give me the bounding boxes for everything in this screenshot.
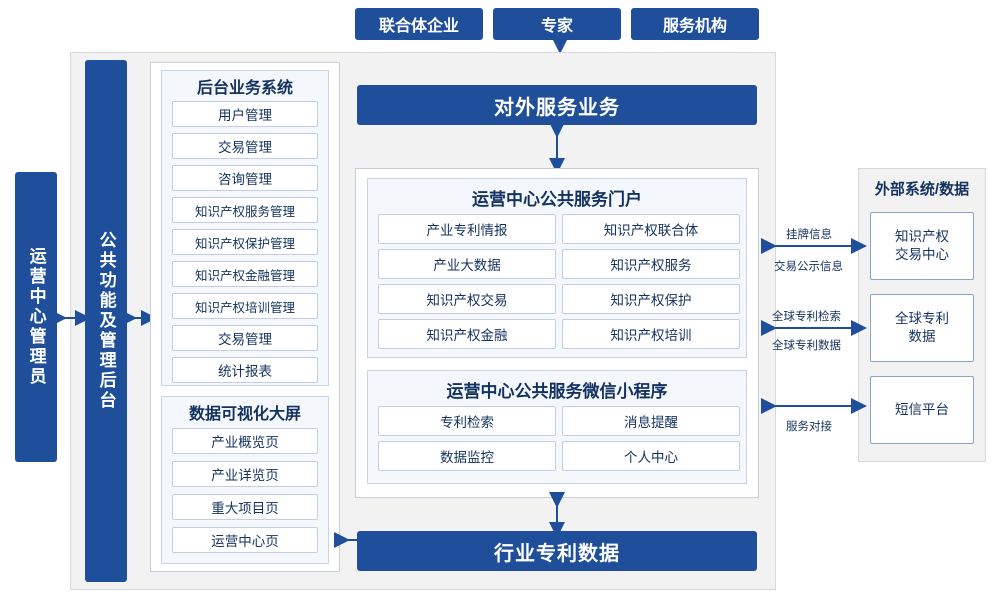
backoffice-item-0[interactable]: 用户管理: [172, 101, 318, 127]
portal-item-label: 知识产权金融: [426, 328, 508, 343]
external-service-bar[interactable]: 对外服务业务: [357, 85, 757, 125]
portal-item-label: 知识产权培训: [610, 328, 692, 343]
top-entity-label: 专家: [540, 18, 573, 35]
dashboard-item-label: 运营中心页: [211, 534, 279, 549]
external-link-label-4: 服务对接: [786, 421, 832, 433]
portal-item-3[interactable]: 知识产权服务: [562, 249, 740, 279]
external-link-label-1: 交易公示信息: [774, 261, 843, 273]
top-entity-1[interactable]: 专家: [493, 8, 621, 40]
top-entity-0[interactable]: 联合体企业: [355, 8, 483, 40]
backoffice-item-label: 咨询管理: [218, 172, 272, 187]
backoffice-item-label: 交易管理: [218, 332, 272, 347]
miniprogram-item-2[interactable]: 数据监控: [378, 441, 556, 471]
industry-patent-data-label: 行业专利数据: [494, 542, 620, 565]
portal-item-label: 知识产权联合体: [603, 223, 699, 238]
backoffice-item-4[interactable]: 知识产权保护管理: [172, 229, 318, 255]
arrow-external-sms: [761, 398, 867, 414]
portal-item-label: 知识产权交易: [426, 293, 508, 308]
dashboard-item-2[interactable]: 重大项目页: [172, 494, 318, 520]
miniprogram-item-3[interactable]: 个人中心: [562, 441, 740, 471]
external-link-label-3: 全球专利数据: [772, 340, 841, 352]
portal-item-0[interactable]: 产业专利情报: [378, 214, 556, 244]
external-systems-title: 外部系统/数据: [858, 176, 986, 200]
left-role-common-functions[interactable]: 公共功能及管理后台: [85, 60, 127, 582]
left-role-label: 公共功能及管理后台: [96, 231, 116, 411]
top-entity-2[interactable]: 服务机构: [631, 8, 759, 40]
dashboard-title: 数据可视化大屏: [161, 400, 329, 424]
backoffice-item-1[interactable]: 交易管理: [172, 133, 318, 159]
backoffice-item-label: 知识产权金融管理: [194, 268, 295, 283]
arrow-operator-to-common: [51, 310, 91, 326]
backoffice-item-label: 用户管理: [218, 108, 272, 123]
portal-item-7[interactable]: 知识产权培训: [562, 319, 740, 349]
portal-item-1[interactable]: 知识产权联合体: [562, 214, 740, 244]
arrow-service-to-portal: [549, 122, 565, 174]
portal-item-label: 产业专利情报: [426, 223, 508, 238]
miniprogram-title-text: 运营中心公共服务微信小程序: [446, 381, 668, 401]
external-item-2[interactable]: 短信平台: [870, 376, 974, 444]
dashboard-item-label: 产业详览页: [211, 468, 279, 483]
external-item-label: 全球专利 数据: [895, 310, 949, 344]
backoffice-item-7[interactable]: 交易管理: [172, 325, 318, 351]
external-item-0[interactable]: 知识产权 交易中心: [870, 212, 974, 280]
portal-item-label: 知识产权保护: [610, 293, 692, 308]
dashboard-item-label: 重大项目页: [211, 501, 279, 516]
top-entity-label: 联合体企业: [378, 18, 459, 35]
miniprogram-item-1[interactable]: 消息提醒: [562, 406, 740, 436]
portal-title-text: 运营中心公共服务门户: [472, 189, 642, 209]
left-role-label: 运营中心管理员: [26, 247, 46, 387]
external-service-label: 对外服务业务: [494, 96, 620, 119]
industry-patent-data-bar[interactable]: 行业专利数据: [357, 531, 757, 571]
arrow-portal-to-industry: [549, 492, 565, 538]
portal-item-label: 产业大数据: [433, 258, 501, 273]
miniprogram-item-label: 消息提醒: [624, 415, 678, 430]
miniprogram-item-label: 个人中心: [624, 450, 678, 465]
top-entity-label: 服务机构: [662, 18, 727, 35]
portal-item-4[interactable]: 知识产权交易: [378, 284, 556, 314]
backoffice-item-8[interactable]: 统计报表: [172, 357, 318, 383]
portal-title: 运营中心公共服务门户: [367, 184, 747, 210]
arrow-common-to-backoffice: [121, 310, 157, 326]
arrow-external-trading: [761, 238, 867, 254]
portal-item-2[interactable]: 产业大数据: [378, 249, 556, 279]
dashboard-item-1[interactable]: 产业详览页: [172, 461, 318, 487]
external-item-1[interactable]: 全球专利 数据: [870, 294, 974, 362]
miniprogram-title: 运营中心公共服务微信小程序: [367, 376, 747, 402]
portal-item-5[interactable]: 知识产权保护: [562, 284, 740, 314]
backoffice-item-3[interactable]: 知识产权服务管理: [172, 197, 318, 223]
external-link-label-2: 全球专利检索: [772, 311, 841, 323]
external-link-label-0: 挂牌信息: [786, 229, 832, 241]
backoffice-title: 后台业务系统: [161, 74, 329, 98]
miniprogram-item-0[interactable]: 专利检索: [378, 406, 556, 436]
backoffice-item-2[interactable]: 咨询管理: [172, 165, 318, 191]
external-item-label: 知识产权 交易中心: [895, 228, 949, 262]
miniprogram-item-label: 数据监控: [440, 450, 494, 465]
portal-item-6[interactable]: 知识产权金融: [378, 319, 556, 349]
backoffice-item-label: 知识产权服务管理: [194, 204, 295, 219]
left-role-operator[interactable]: 运营中心管理员: [15, 172, 57, 462]
external-systems-title-text: 外部系统/数据: [874, 180, 970, 198]
backoffice-item-5[interactable]: 知识产权金融管理: [172, 261, 318, 287]
external-item-label: 短信平台: [895, 401, 949, 417]
backoffice-item-label: 知识产权培训管理: [194, 300, 295, 315]
miniprogram-item-label: 专利检索: [440, 415, 494, 430]
dashboard-item-label: 产业概览页: [211, 435, 279, 450]
backoffice-title-text: 后台业务系统: [196, 80, 293, 97]
backoffice-item-label: 知识产权保护管理: [194, 236, 295, 251]
backoffice-item-label: 交易管理: [218, 140, 272, 155]
backoffice-item-6[interactable]: 知识产权培训管理: [172, 293, 318, 319]
dashboard-item-3[interactable]: 运营中心页: [172, 527, 318, 553]
portal-item-label: 知识产权服务: [610, 258, 692, 273]
backoffice-item-label: 统计报表: [218, 364, 272, 379]
dashboard-title-text: 数据可视化大屏: [188, 406, 301, 423]
arrow-external-patentdata: [761, 320, 867, 336]
dashboard-item-0[interactable]: 产业概览页: [172, 428, 318, 454]
